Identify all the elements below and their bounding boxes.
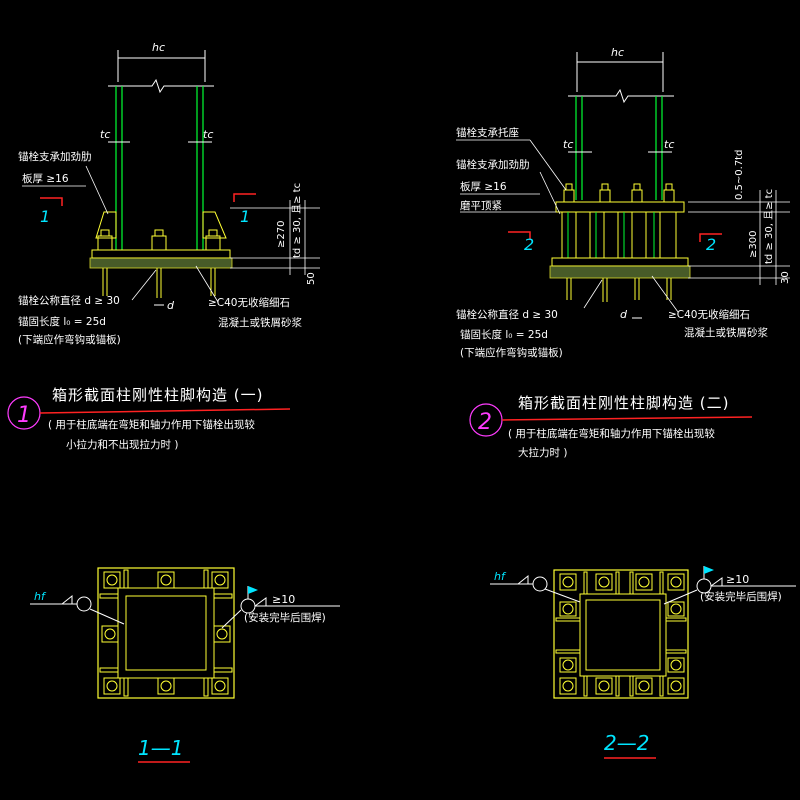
p2-caption: 2—2: [604, 731, 649, 755]
d2-desc-line1: ( 用于柱底端在弯矩和轴力作用下锚栓出现较: [508, 427, 715, 440]
d2-title: 箱形截面柱刚性柱脚构造 (二): [518, 394, 729, 412]
plan-2-2: hf ≥10 (安装完毕后围焊) 2—2: [490, 566, 796, 759]
p1-weld-flag-icon: [248, 586, 258, 594]
d1-section-mark-right: 1: [240, 207, 250, 226]
d2-bolt-diameter: 锚栓公称直径 d ≥ 30: [456, 308, 558, 321]
d1-dim-270: ≥270: [276, 221, 287, 248]
d2-grout-material: 混凝土或铁屑砂浆: [684, 326, 768, 339]
p1-weld-note: (安装完毕后围焊): [244, 611, 326, 624]
d1-d-label: d: [167, 299, 175, 312]
p2-base-plate: [553, 569, 689, 699]
d2-label-stiffener: 锚栓支承加劲肋: [456, 158, 530, 171]
d2-section-mark-left: 2: [524, 235, 534, 254]
d1-grout-spec: ≥C40无收缩细石: [208, 296, 290, 309]
d1-tc-right: tc: [203, 128, 213, 141]
d1-bolt-length: 锚固长度 l₀ = 25d: [18, 315, 106, 328]
d2-support-seat: [555, 201, 685, 213]
d1-bolt-diameter: 锚栓公称直径 d ≥ 30: [18, 294, 120, 307]
d1-title: 箱形截面柱刚性柱脚构造 (一): [52, 386, 263, 404]
d1-label-thickness: 板厚 ≥16: [22, 172, 69, 185]
d1-stiffener-left: [95, 211, 117, 239]
d2-desc-line2: 大拉力时 ): [518, 446, 567, 459]
d1-dim-td: td ≥ 30, 且≥ tc: [291, 183, 303, 258]
p1-hf-label: hf: [34, 590, 47, 603]
d2-dim-0507: 0.5~0.7td: [734, 150, 745, 200]
d1-bolt-note: (下端应作弯钩或锚板): [18, 333, 121, 346]
d2-label-top: 磨平顶紧: [460, 200, 502, 212]
d2-base-plate: [551, 257, 689, 267]
d1-base-plate: [91, 249, 231, 259]
p1-caption: 1—1: [138, 736, 183, 760]
plan-1-1: hf ≥10 (安装完毕后围焊) 1—1: [30, 567, 340, 763]
d1-desc-line1: ( 用于柱底端在弯矩和轴力作用下锚栓出现较: [48, 418, 255, 431]
d2-label-thickness: 板厚 ≥16: [460, 180, 507, 193]
d1-tc-left: tc: [100, 128, 110, 141]
detail-1-title-block: 1 箱形截面柱刚性柱脚构造 (一) ( 用于柱底端在弯矩和轴力作用下锚栓出现较 …: [7, 386, 291, 451]
d1-label-stiffener: 锚栓支承加劲肋: [18, 150, 92, 163]
d2-bolt-note: (下端应作弯钩或锚板): [460, 346, 563, 359]
d2-number: 2: [478, 410, 492, 435]
d1-dim-50: 50: [306, 272, 317, 285]
detail-2-title-block: 2 箱形截面柱刚性柱脚构造 (二) ( 用于柱底端在弯矩和轴力作用下锚栓出现较 …: [469, 394, 753, 459]
p2-hf-label: hf: [494, 570, 507, 583]
p1-weld-size: ≥10: [272, 593, 295, 606]
p1-base-plate: [97, 567, 235, 699]
d2-tc-right: tc: [664, 138, 674, 151]
d1-section-mark-left: 1: [40, 207, 50, 226]
d2-dim-300: ≥300: [748, 231, 759, 258]
d2-grout-layer: [549, 265, 691, 279]
detail-1-elevation: hc tc tc d: [18, 41, 320, 346]
d2-dim-td: td ≥ 30, 且≥ tc: [763, 189, 775, 264]
d1-grout-material: 混凝土或铁屑砂浆: [218, 316, 302, 329]
d2-d-label: d: [620, 308, 628, 321]
d1-desc-line2: 小拉力和不出现拉力时 ): [66, 438, 178, 451]
p2-weld-note: (安装完毕后围焊): [700, 590, 782, 603]
d2-dim-30: 30: [780, 271, 791, 284]
d2-tc-left: tc: [563, 138, 573, 151]
p2-weld-flag-icon: [704, 566, 714, 574]
d1-hc-label: hc: [152, 41, 165, 54]
d1-grout-layer: [89, 257, 233, 269]
p2-weld-size: ≥10: [726, 573, 749, 586]
d2-hc-label: hc: [611, 46, 624, 59]
d2-section-mark-right: 2: [706, 235, 716, 254]
detail-2-elevation: hc tc tc: [456, 46, 791, 359]
d2-label-support: 锚栓支承托座: [456, 126, 519, 139]
d2-bolt-length: 锚固长度 l₀ = 25d: [460, 328, 548, 341]
d1-stiffener-right: [202, 211, 227, 239]
d2-grout-spec: ≥C40无收缩细石: [668, 308, 750, 321]
d1-number: 1: [17, 403, 31, 428]
